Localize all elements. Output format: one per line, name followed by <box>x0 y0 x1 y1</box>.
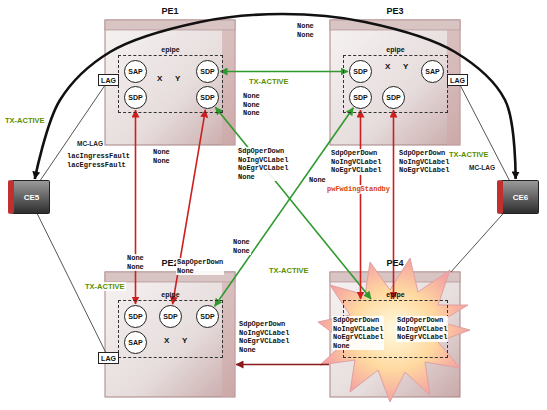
status-stack: SapOperDown None <box>176 258 224 275</box>
status-label: TX-ACTIVE <box>268 266 310 275</box>
status-stack: None None <box>232 238 251 255</box>
node-text: PE2 <box>105 258 235 268</box>
mc-lag-label: MC-LAG <box>76 140 104 148</box>
status-label: TX-ACTIVE <box>84 282 126 291</box>
router-chassis: PE2epipeSDPSDPSDPSAP <box>105 272 235 397</box>
epipe-service-box: epipeSDPSDPSDPSAP <box>118 300 223 358</box>
status-stack: None None <box>296 22 315 39</box>
node-text: epipe <box>119 46 222 53</box>
status-stack: SdpOperDown NoIngVCLabel NoEgrVCLabel No… <box>237 147 289 181</box>
sap-sdp-circle: SDP <box>196 86 219 109</box>
node-text: SDP <box>200 313 214 320</box>
lag-box: LAG <box>447 74 468 86</box>
node-text: SDP <box>386 94 400 101</box>
lag-box: LAG <box>98 74 119 86</box>
sap-sdp-circle: SDP <box>196 305 219 328</box>
router-chassis: PE3epipeSDPSDPSDPSAP <box>330 20 460 145</box>
mc-lag-link <box>37 214 105 352</box>
sap-sdp-circle: SDP <box>349 60 372 83</box>
node-text: SDP <box>163 313 177 320</box>
node-text: epipe <box>119 291 222 298</box>
node-text: LAG <box>101 355 116 362</box>
node-text: SDP <box>200 94 214 101</box>
status-label: TX-ACTIVE <box>248 77 290 86</box>
status-stack: None None None <box>242 92 261 118</box>
node-text: LAG <box>450 77 465 84</box>
status-stack: SdpOperDown NoIngVCLabel NoEgrVCLabel <box>330 149 382 175</box>
router-chassis: PE4epipe <box>330 272 460 397</box>
cross-connect-label: Y <box>402 62 409 71</box>
ce-router: CE5 <box>8 180 50 214</box>
node-text: PE3 <box>330 6 460 16</box>
chassis-pe3 <box>330 20 460 145</box>
node-text: PE4 <box>330 258 460 268</box>
epipe-service-box: epipeSAPSDPSDPSDP <box>118 55 223 113</box>
node-text: LAG <box>101 77 116 84</box>
node-text: epipe <box>344 46 447 53</box>
spoke-sdp-link <box>215 108 354 307</box>
mc-lag-link <box>41 86 105 180</box>
status-stack: None None <box>152 148 171 165</box>
epipe-service-box: epipeSDPSDPSDPSAP <box>343 55 448 113</box>
chassis-pe2 <box>105 272 235 397</box>
node-text: SDP <box>200 68 214 75</box>
mc-lag-link <box>461 86 510 180</box>
spoke-sdp-link <box>215 107 371 299</box>
node-text: PE1 <box>105 6 235 16</box>
pseudowire-path <box>35 14 516 179</box>
sap-sdp-circle: SAP <box>124 331 147 354</box>
sap-sdp-circle: SDP <box>124 86 147 109</box>
status-stack: lacIngressFault lacEgressFault <box>66 152 131 169</box>
cross-connect-label: X <box>163 336 170 345</box>
node-text: SDP <box>128 94 142 101</box>
sap-sdp-circle: SDP <box>159 305 182 328</box>
node-text: SDP <box>353 68 367 75</box>
sap-sdp-circle: SAP <box>421 60 444 83</box>
status-label: TX-ACTIVE <box>4 116 46 125</box>
node-text: SDP <box>128 313 142 320</box>
standby-status: pwFwdingStandby <box>326 185 391 194</box>
node-text: CE6 <box>513 193 529 202</box>
sap-sdp-circle: SDP <box>349 86 372 109</box>
mc-lag-label: MC-LAG <box>468 164 496 172</box>
cross-connect-label: X <box>384 62 391 71</box>
node-text: SAP <box>128 68 142 75</box>
node-text: SAP <box>128 339 142 346</box>
cross-connect-label: X <box>156 74 163 83</box>
node-text: SAP <box>425 68 439 75</box>
sap-sdp-circle: SAP <box>124 60 147 83</box>
node-text: SDP <box>353 94 367 101</box>
status-stack: None <box>308 176 327 185</box>
cross-connect-label: Y <box>174 74 181 83</box>
chassis-pe1 <box>105 20 235 145</box>
spoke-sdp-link <box>360 110 362 299</box>
sap-sdp-circle: SDP <box>124 305 147 328</box>
lag-box: LAG <box>98 352 119 364</box>
status-stack: None None <box>126 254 145 271</box>
cross-connect-label: Y <box>181 336 188 345</box>
ce-router: CE6 <box>497 180 539 214</box>
status-label: TX-ACTIVE <box>448 150 490 159</box>
spoke-sdp-link <box>236 364 329 366</box>
epipe-service-box: epipe <box>343 300 448 358</box>
status-stack: SdpOperDown NoIngVCLabel NoEgrVCLabel No… <box>332 316 384 350</box>
spoke-sdp-link <box>393 110 395 299</box>
spoke-sdp-link <box>220 71 348 73</box>
status-stack: SdpOperDown NoIngVCLabel NoEgrVCLabel <box>396 316 448 342</box>
status-stack: SdpOperDown NoIngVCLabel NoEgrVCLabel <box>398 149 450 175</box>
node-text: CE5 <box>24 193 40 202</box>
node-text: epipe <box>344 291 447 298</box>
router-chassis: PE1epipeSAPSDPSDPSDP <box>105 20 235 145</box>
sap-sdp-circle: SDP <box>196 60 219 83</box>
spoke-sdp-link <box>135 110 137 304</box>
status-stack: SdpOperDown NoIngVCLabel NoEgrVCLabel No… <box>238 320 290 354</box>
spoke-sdp-link <box>173 110 206 304</box>
sap-sdp-circle: SDP <box>382 86 405 109</box>
mc-lag-link <box>451 214 503 272</box>
